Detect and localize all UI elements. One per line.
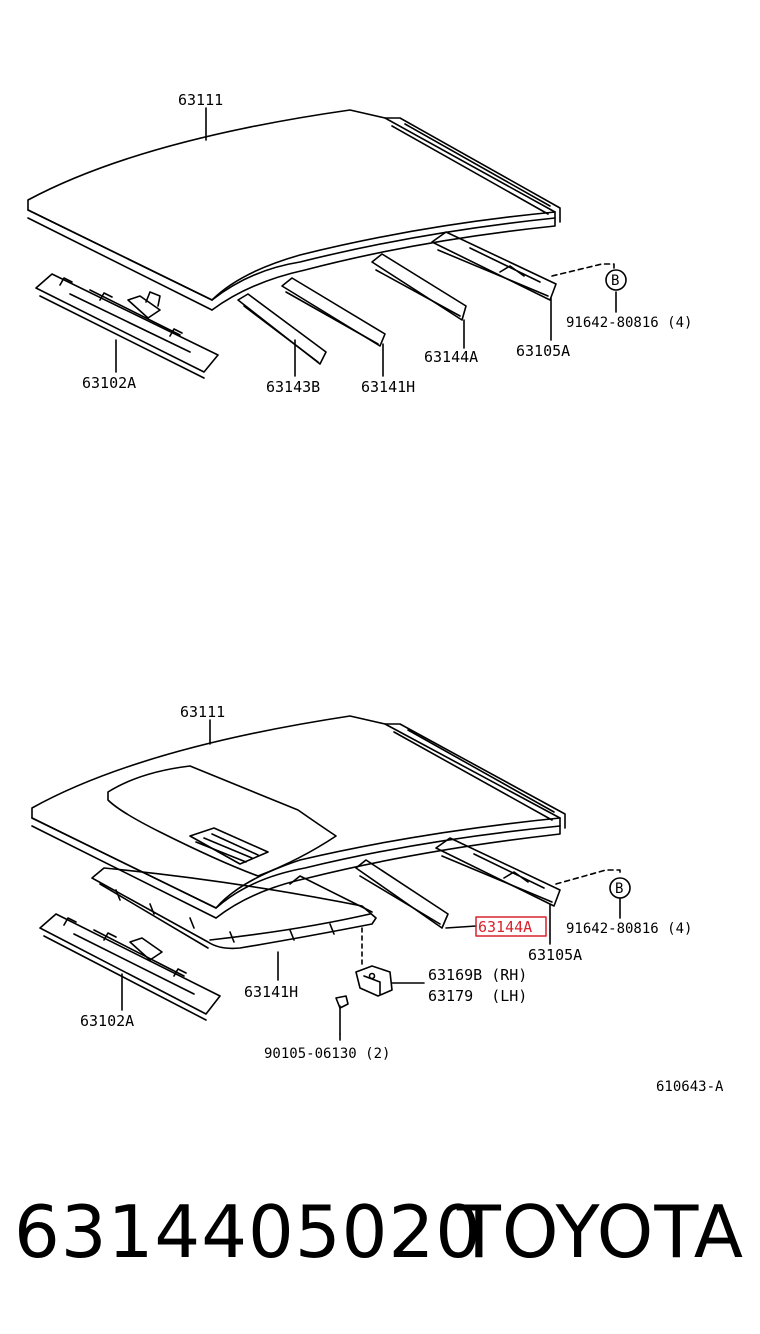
label-63111-top: 63111 bbox=[178, 91, 223, 109]
bottom-bolt bbox=[335, 995, 349, 1035]
label-63105a-top: 63105A bbox=[516, 342, 570, 360]
top-bow-63144a bbox=[371, 253, 467, 321]
label-callout-b-bottom: B bbox=[615, 881, 623, 897]
top-leader-lines bbox=[115, 107, 617, 377]
label-63141h-top: 63141H bbox=[361, 378, 415, 396]
top-callout-b-circle bbox=[605, 269, 627, 291]
footer: 6314405020 TOYOTA bbox=[0, 1190, 760, 1280]
label-bolt: 90105-06130 (2) bbox=[264, 1046, 390, 1062]
label-63144a-bottom: 63144A bbox=[478, 918, 532, 936]
label-screw-bottom: 91642-80816 (4) bbox=[566, 921, 692, 937]
bottom-bracket bbox=[355, 965, 393, 997]
brand-name: TOYOTA bbox=[456, 1190, 744, 1274]
label-63102a-top: 63102A bbox=[82, 374, 136, 392]
label-63111-bottom: 63111 bbox=[180, 703, 225, 721]
top-rear-rail bbox=[431, 231, 557, 301]
label-63141h-bottom: 63141H bbox=[244, 983, 298, 1001]
label-63143b-top: 63143B bbox=[266, 378, 320, 396]
bottom-callout-b-circle bbox=[609, 877, 631, 899]
bottom-sunroof-frame bbox=[91, 867, 377, 950]
label-63102a-bottom: 63102A bbox=[80, 1012, 134, 1030]
label-63144a-top: 63144A bbox=[424, 348, 478, 366]
part-number: 6314405020 bbox=[14, 1190, 483, 1274]
highlight-box-63144a bbox=[475, 916, 547, 937]
label-63169b-rh: 63169B (RH) bbox=[428, 966, 527, 984]
label-drawing-code: 610643-A bbox=[656, 1079, 724, 1095]
bottom-rear-rail bbox=[435, 837, 561, 907]
top-roof-panel bbox=[27, 109, 561, 311]
bottom-leader-lines bbox=[121, 719, 621, 1041]
bottom-bow-63144a bbox=[355, 859, 449, 929]
label-63179-lh: 63179 (LH) bbox=[428, 987, 527, 1005]
top-bow-63141h bbox=[281, 277, 386, 347]
label-63105a-bottom: 63105A bbox=[528, 946, 582, 964]
label-callout-b-top: B bbox=[611, 273, 619, 289]
bottom-sunroof-opening bbox=[107, 765, 337, 877]
bottom-front-rail bbox=[39, 913, 221, 1021]
top-bow-63143b bbox=[237, 293, 327, 365]
label-screw-top: 91642-80816 (4) bbox=[566, 315, 692, 331]
bottom-roof-panel bbox=[31, 715, 566, 919]
top-front-rail bbox=[35, 273, 219, 379]
